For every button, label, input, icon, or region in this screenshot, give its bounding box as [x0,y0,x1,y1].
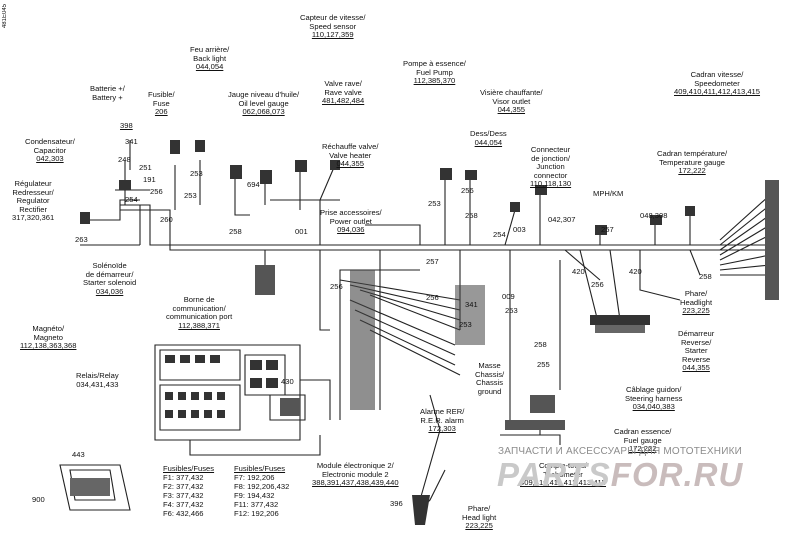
label-speedometer: Cadran vitesse/Speedometer 409,410,411,4… [674,70,761,97]
callout: 253 [190,169,203,178]
callout: 341 [465,300,478,309]
label-temperature: Cadran température/Temperature gauge 172… [657,149,728,176]
callout: 256 [426,293,439,302]
callout: 900 [32,495,45,504]
label-valve-heater: Réchauffe valve/Valve heater 044,355 [322,142,379,169]
callout: 254 [493,230,506,239]
label-mph-km: MPH/KM [593,189,624,198]
label-dess: Dess/Dess 044,054 [470,129,507,147]
callout: 253 [505,306,518,315]
label-fuel-gauge: Cadran essence/Fuel gauge 172,222 [614,427,672,454]
callout: 191 [143,175,156,184]
label-rave-valve: Valve rave/Rave valve 481,482,484 [322,79,365,106]
callout: 443 [72,450,85,459]
callout: 042,307 [548,215,576,224]
callout: 694 [247,180,260,189]
callout: 258 [229,227,242,236]
callout: 257 [426,257,439,266]
label-fuel-pump: Pompe à essence/Fuel Pump 112,385,370 [403,59,466,86]
callout: 398 [120,121,133,130]
callout: 396 [390,499,403,508]
callout: 256 [591,280,604,289]
label-fuse: Fusible/Fuse 206 [148,90,175,117]
callout: 430 [281,377,294,386]
label-headlight-right: Phare/Headlight 223,225 [680,289,713,316]
watermark-tagline: ЗАПЧАСТИ И АКСЕССУАРЫ ДЛЯ МОТОТЕХНИКИ [498,446,743,457]
callout: 248 [118,155,131,164]
label-power-outlet: Prise accessoires/Power outlet 094,036 [320,208,382,235]
callout: 420 [629,267,642,276]
label-relays: Relais/Relay 034,431,433 [76,371,119,389]
label-speed-sensor: Capteur de vitesse/Speed sensor 110,127,… [300,13,366,40]
callout: 256 [150,187,163,196]
callout: 257 [601,225,614,234]
callout: 253 [428,199,441,208]
callout: 048,308 [640,211,668,220]
label-battery: Batterie +/Battery + [90,84,125,102]
callout: 009 [502,292,515,301]
callout: 001 [295,227,308,236]
callout: 255 [537,360,550,369]
label-steering-harness: Câblage guidon/Steering harness 034,040,… [625,385,683,412]
callout: 258 [465,211,478,220]
callout: 256 [330,282,343,291]
label-oil-gauge: Jauge niveau d'huile/Oil level gauge 062… [228,90,300,117]
callout: 258 [699,272,712,281]
callout: 341 [125,137,138,146]
label-headlight-bottom: Phare/Head light 223,225 [462,504,497,531]
watermark-logo: PARTSFOR.RU [497,456,744,493]
label-rer-alarm: Alarme RER/R.E.R. alarm 172,303 [420,407,465,434]
callout: 253 [184,191,197,200]
label-capacitor: Condensateur/Capacitor 042,303 [25,137,75,164]
label-electronic-module: Module électronique 2/Electronic module … [312,461,399,488]
label-visor-outlet: Visière chauffante/Visor outlet 044,355 [480,88,543,115]
label-magneto: Magnéto/Magneto 112,138,363,368 [20,324,77,351]
callout: 420 [572,267,585,276]
callout: 003 [513,225,526,234]
label-tachometer: Compte-tours/Tachometer 409,410,411,412,… [520,461,607,488]
label-back-light: Feu arrière/Back light 044,054 [190,45,230,72]
callout: 253 [459,320,472,329]
callout: 260 [160,215,173,224]
callout: 251 [139,163,152,172]
callout: 256 [461,186,474,195]
callout: 254 [125,195,138,204]
callout: 258 [534,340,547,349]
callout: 263 [75,235,88,244]
